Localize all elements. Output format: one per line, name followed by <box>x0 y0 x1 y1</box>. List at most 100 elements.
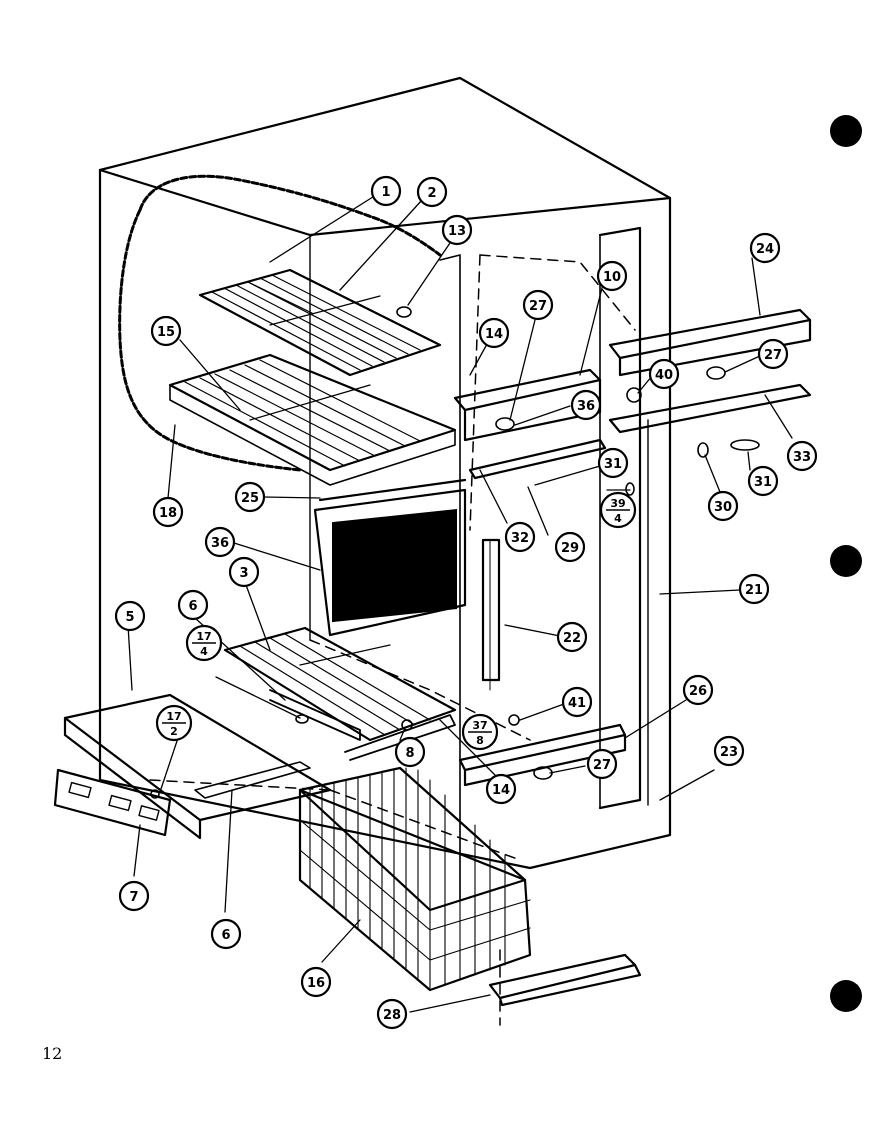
punch-hole-bottom <box>830 980 862 1012</box>
callout-circle <box>478 317 510 349</box>
callout-c5: 5 <box>114 600 146 632</box>
fraction-callout-f37: 378 <box>461 713 499 751</box>
callout-c6b: 6 <box>210 918 242 950</box>
callout-circle <box>556 621 588 653</box>
callout-c30: 30 <box>707 490 739 522</box>
callout-label: 27 <box>593 758 611 773</box>
callout-c6a: 6 <box>177 589 209 621</box>
callout-circle <box>204 526 236 558</box>
callout-c18: 18 <box>152 496 184 528</box>
callout-c36a: 36 <box>570 389 602 421</box>
callout-c3: 3 <box>228 556 260 588</box>
callout-c29: 29 <box>554 531 586 563</box>
fraction-callout-f17b: 172 <box>155 704 193 742</box>
callout-label: 33 <box>793 450 811 465</box>
cabinet-body <box>98 76 672 901</box>
callout-label: 14 <box>492 783 510 798</box>
callout-label: 5 <box>125 610 134 625</box>
callout-circle <box>597 447 629 479</box>
callout-circle <box>118 880 150 912</box>
page-number: 12 <box>42 1044 63 1063</box>
callout-c2: 2 <box>416 176 448 208</box>
top-wire-shelf <box>198 268 442 377</box>
callout-circle <box>682 674 714 706</box>
leader-lines <box>127 194 793 1013</box>
callout-c14b: 14 <box>485 773 517 805</box>
callout-circle <box>749 232 781 264</box>
wire-basket <box>298 766 532 992</box>
callout-label: 36 <box>211 536 229 551</box>
callout-circle <box>228 556 260 588</box>
callout-label: 16 <box>307 976 325 991</box>
callout-circle <box>596 260 628 292</box>
callout-label: 28 <box>383 1008 401 1023</box>
callout-c1: 1 <box>370 175 402 207</box>
control-panel <box>313 478 467 637</box>
callout-c41: 41 <box>561 686 593 718</box>
callout-c13: 13 <box>441 214 473 246</box>
projection-lines <box>149 254 636 1026</box>
callout-c22: 22 <box>556 621 588 653</box>
callout-circle <box>586 748 618 780</box>
callout-c24: 24 <box>749 232 781 264</box>
callout-circle <box>234 481 266 513</box>
rail-brackets <box>453 308 812 806</box>
callout-circle <box>150 315 182 347</box>
callout-circle <box>554 531 586 563</box>
callout-c16: 16 <box>300 966 332 998</box>
callout-circle <box>786 440 818 472</box>
callout-label: 15 <box>157 325 175 340</box>
fraction-numerator: 37 <box>472 719 487 732</box>
callout-c31b: 31 <box>747 465 779 497</box>
callout-circle <box>416 176 448 208</box>
callout-c15: 15 <box>150 315 182 347</box>
callout-label: 18 <box>159 506 177 521</box>
callout-circle <box>177 589 209 621</box>
callout-circle <box>485 773 517 805</box>
callout-label: 22 <box>563 631 581 646</box>
callout-label: 31 <box>604 457 622 472</box>
basket-handle <box>488 953 642 1007</box>
callout-c10a: 10 <box>596 260 628 292</box>
wire-harness <box>118 174 442 472</box>
callout-c28: 28 <box>376 998 408 1030</box>
callout-c27a: 27 <box>522 289 554 321</box>
callout-c8: 8 <box>394 736 426 768</box>
callout-label: 2 <box>427 186 436 201</box>
callout-label: 30 <box>714 500 732 515</box>
callout-label: 6 <box>188 599 197 614</box>
callout-circle <box>713 735 745 767</box>
callout-c31a: 31 <box>597 447 629 479</box>
callout-label: 41 <box>568 696 586 711</box>
callout-label: 32 <box>511 531 529 546</box>
fraction-numerator: 39 <box>610 497 625 510</box>
callout-label: 27 <box>764 348 782 363</box>
callout-c23: 23 <box>713 735 745 767</box>
callout-label: 24 <box>756 242 774 257</box>
callout-label: 29 <box>561 541 579 556</box>
callout-c27c: 27 <box>586 748 618 780</box>
callout-c26: 26 <box>682 674 714 706</box>
callout-label: 25 <box>241 491 259 506</box>
callout-label: 10 <box>603 270 621 285</box>
callout-circle <box>561 686 593 718</box>
callout-c36b: 36 <box>204 526 236 558</box>
callout-label: 6 <box>221 928 230 943</box>
callout-label: 36 <box>577 399 595 414</box>
callout-label: 7 <box>129 890 138 905</box>
fraction-callout-f39: 394 <box>599 491 637 529</box>
callout-circle <box>747 465 779 497</box>
callout-c14a: 14 <box>478 317 510 349</box>
callout-circle <box>757 338 789 370</box>
fraction-numerator: 17 <box>196 630 211 643</box>
callout-label: 13 <box>448 224 466 239</box>
fraction-denominator: 4 <box>614 512 622 525</box>
callout-circle <box>504 521 536 553</box>
callout-label: 8 <box>405 746 414 761</box>
callout-c27b: 27 <box>757 338 789 370</box>
fraction-numerator: 17 <box>166 710 181 723</box>
callout-label: 27 <box>529 299 547 314</box>
callout-label: 21 <box>745 583 763 598</box>
